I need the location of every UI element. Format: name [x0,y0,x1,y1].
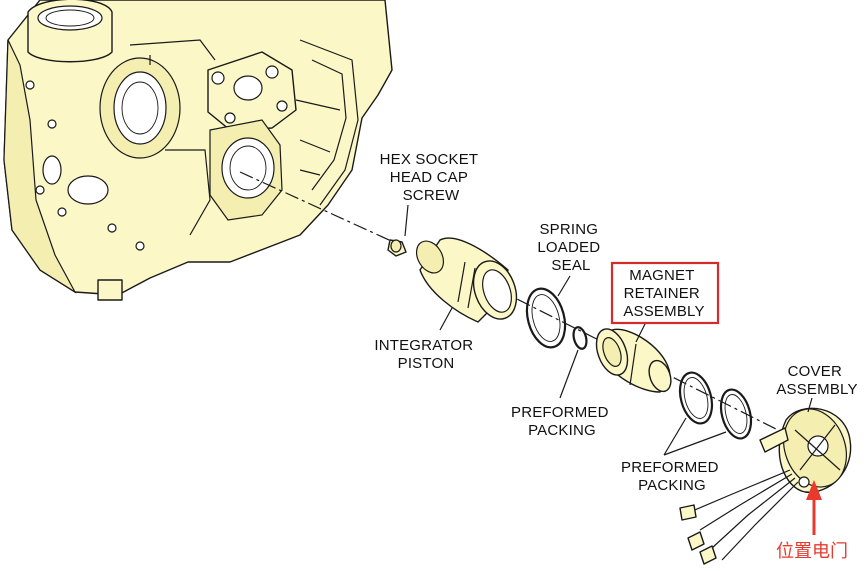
spring-loaded-seal [525,287,567,349]
leader-screw [404,204,409,237]
label-cover-assembly: COVER ASSEMBLY [776,363,857,398]
label-spring-seal: SPRING LOADED SEAL [537,221,604,274]
integrator-piston [415,237,518,323]
label-preformed-packing-1: PREFORMED PACKING [511,404,613,439]
leader-packing-2 [663,417,727,456]
preformed-packing-rings [678,371,753,440]
label-integrator-piston: INTEGRATOR PISTON [374,337,477,372]
magnet-retainer-highlight-box [610,261,720,325]
label-magnet-retainer: MAGNET RETAINER ASSEMBLY [623,267,704,320]
cover-assembly [679,407,852,565]
housing-body [3,0,393,301]
leader-piston [439,307,453,331]
preformed-packing-small [572,326,588,350]
position-switch-arrow [806,480,822,535]
axis-line-1 [239,171,401,246]
hex-socket-screw [387,239,407,257]
label-position-switch: 位置电门 [776,541,848,562]
leader-packing-1 [559,349,579,399]
leader-cover [807,397,813,413]
leader-seal [557,275,571,297]
leader-magnet [635,321,647,343]
label-hex-screw: HEX SOCKET HEAD CAP SCREW [380,151,483,204]
magnet-retainer-assembly [595,328,672,393]
label-preformed-packing-2: PREFORMED PACKING [621,459,723,494]
